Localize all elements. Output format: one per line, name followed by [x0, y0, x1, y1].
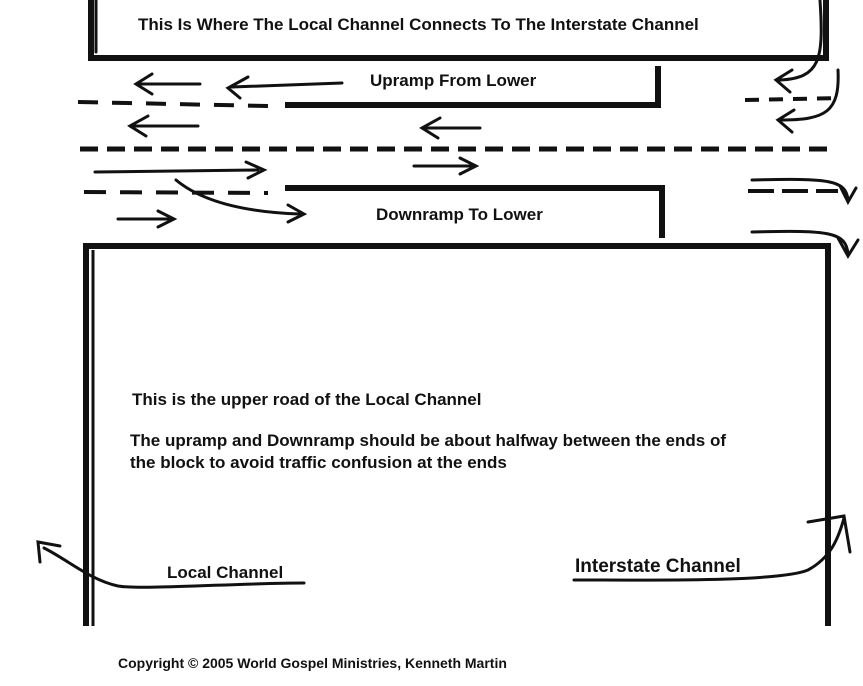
interstate-channel-label: Interstate Channel [575, 556, 741, 577]
ramp-placement-note: The upramp and Downramp should be about … [130, 431, 726, 472]
block-description: This is the upper road of the Local Chan… [132, 390, 482, 409]
downramp-label: Downramp To Lower [376, 205, 543, 224]
connection-block [88, 0, 829, 61]
diagram-title: This Is Where The Local Channel Connects… [138, 15, 699, 34]
local-channel-block [83, 243, 831, 626]
upramp-wall [285, 66, 661, 108]
interstate-channel-arrow [572, 514, 852, 582]
copyright-notice: Copyright © 2005 World Gospel Ministries… [118, 655, 507, 671]
westbound-arrows [127, 72, 482, 140]
right-side-turn-arrows [750, 0, 860, 259]
lower-lane-divider [83, 189, 838, 195]
local-channel-label: Local Channel [167, 563, 284, 582]
downramp-wall [285, 185, 665, 238]
local-channel-arrow [36, 540, 306, 589]
upper-lane-divider [77, 96, 841, 108]
upramp-label: Upramp From Lower [370, 71, 537, 90]
eastbound-arrows [93, 156, 480, 229]
